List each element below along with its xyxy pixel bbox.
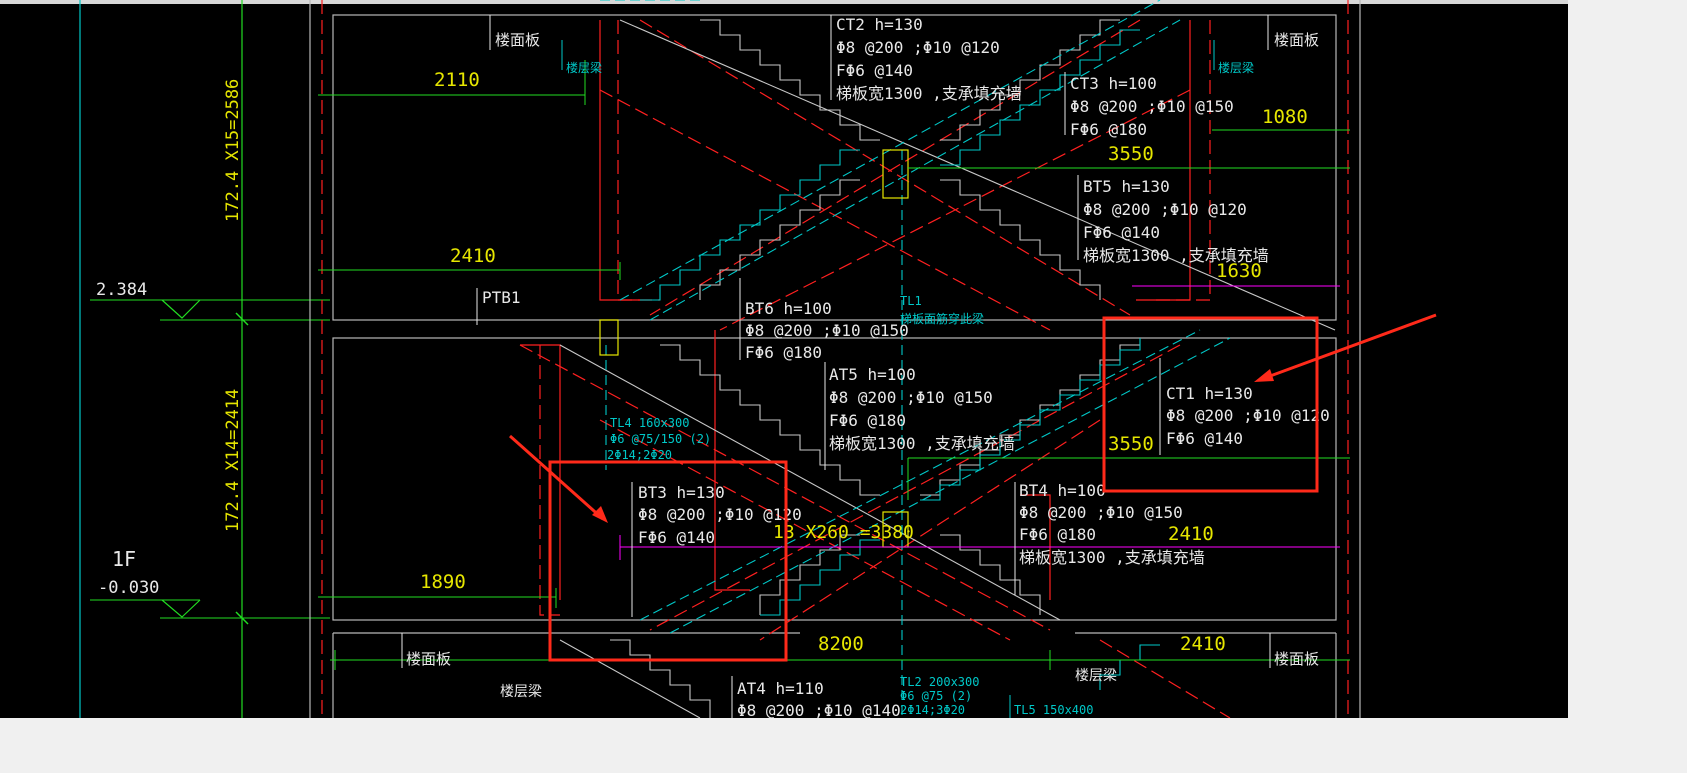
ct3-line-0: CT3 h=100	[1070, 74, 1157, 93]
bt6-line-1: Φ8 @200 ;Φ10 @150	[745, 321, 909, 340]
tl5-label: TL5 150x400	[1014, 703, 1093, 717]
ct1-line-1: Φ8 @200 ;Φ10 @120	[1166, 406, 1330, 425]
red-solid-lines	[520, 20, 1191, 600]
ct1-line-0: CT1 h=130	[1166, 384, 1253, 403]
dim-1080: 1080	[1262, 106, 1308, 128]
at5-line-2: FΦ6 @180	[829, 411, 906, 430]
tl2-bars: 2Φ14;3Φ20	[900, 703, 965, 717]
bt5-line-0: BT5 h=130	[1083, 177, 1170, 196]
bt5-line-1: Φ8 @200 ;Φ10 @120	[1083, 200, 1247, 219]
bt4-line-3: 梯板宽1300 ,支承填充墙	[1019, 548, 1205, 567]
arrow-bt3-head	[592, 506, 608, 523]
cad-drawing-canvas[interactable]: 2.384 1F -0.030 172.4 X15=2586 172.4 X14…	[0, 0, 1568, 720]
bt4-line-1: Φ8 @200 ;Φ10 @150	[1019, 503, 1183, 522]
dim-1630: 1630	[1216, 260, 1262, 282]
bt3-line-0: BT3 h=130	[638, 483, 725, 502]
highlight-box-ct1	[1102, 316, 1319, 493]
dim-3550-top: 3550	[1108, 143, 1154, 165]
ct1-line-2: FΦ6 @140	[1166, 429, 1243, 448]
cyan-labels	[401, 15, 1271, 668]
dim-8200: 8200	[818, 633, 864, 655]
dim-2410-left: 2410	[450, 245, 496, 267]
upper-level-elevation: 2.384	[96, 280, 147, 300]
top-strip	[0, 0, 1568, 4]
bt4-line-0: BT4 h=100	[1019, 481, 1106, 500]
floor-beam-label-bl: 楼层梁	[500, 684, 542, 700]
stair-steps	[559, 19, 1336, 719]
floor-slab-label-tr: 楼面板	[1274, 31, 1319, 49]
bottom-panel	[0, 718, 1568, 773]
bt6-line-0: BT6 h=100	[745, 299, 832, 318]
ct2-line-1: Φ8 @200 ;Φ10 @120	[836, 38, 1000, 57]
dim-2110: 2110	[434, 69, 480, 91]
dim-3550-mid: 3550	[1108, 433, 1154, 455]
bt3-line-1: Φ8 @200 ;Φ10 @120	[638, 505, 802, 524]
floor-slab-label-tl: 楼面板	[495, 31, 540, 49]
cyan-stair-lines	[640, 29, 1160, 690]
ct3-line-2: FΦ6 @180	[1070, 120, 1147, 139]
floor-beam-label-br: 楼层梁	[1075, 668, 1117, 684]
ct2-line-2: FΦ6 @140	[836, 61, 913, 80]
floor-elevation: -0.030	[98, 578, 159, 598]
magenta-dimension-lines	[619, 285, 1340, 560]
at5-line-1: Φ8 @200 ;Φ10 @150	[829, 388, 993, 407]
riser-dimension-lower: 172.4 X14=2414	[223, 389, 243, 532]
tl4-stirrup: Φ6 @75/150 (2)	[610, 432, 711, 446]
riser-dimension-upper: 172.4 X15=2586	[223, 79, 243, 222]
bt3-line-2: FΦ6 @140	[638, 528, 715, 547]
arrow-bt3-shaft	[509, 434, 604, 521]
arrow-ct1-shaft	[1261, 313, 1437, 381]
bt5-line-3: 梯板宽1300 ,支承填充墙	[1083, 246, 1269, 265]
tl4-label: TL4 160x300	[610, 416, 689, 430]
dimension-lines	[318, 60, 1350, 670]
highlight-annotations	[509, 313, 1437, 662]
rebar-notes: CT2 h=130 Φ8 @200 ;Φ10 @120 FΦ6 @140 梯板宽…	[638, 15, 1330, 720]
right-panel	[1568, 0, 1687, 773]
step-dimension: 13 X260 =3380	[773, 522, 914, 543]
highlight-box-bt3	[548, 460, 788, 662]
dim-2410-mid: 2410	[1168, 523, 1214, 545]
bt6-line-2: FΦ6 @180	[745, 343, 822, 362]
dim-2410-bottom: 2410	[1180, 633, 1226, 655]
floor-label: 1F	[112, 547, 136, 571]
annotation-leaders	[631, 15, 1161, 718]
bt4-line-2: FΦ6 @180	[1019, 525, 1096, 544]
tl1-note: 梯板面筋穿此梁	[900, 311, 984, 326]
at4-line-0: AT4 h=110	[737, 679, 824, 698]
ct3-line-1: Φ8 @200 ;Φ10 @150	[1070, 97, 1234, 116]
tl4-bars: 2Φ14;2Φ20	[607, 448, 672, 462]
wall-outlines	[309, 0, 1361, 718]
bt5-line-2: FΦ6 @140	[1083, 223, 1160, 242]
arrow-ct1-head	[1254, 369, 1274, 382]
tl2-label: TL2 200x300	[900, 675, 979, 689]
at5-line-0: AT5 h=100	[829, 365, 916, 384]
stair-plan-drawing: 2.384 1F -0.030 172.4 X15=2586 172.4 X14…	[0, 0, 1568, 720]
left-level-guides	[79, 0, 330, 718]
tl1-label: TL1	[900, 294, 922, 308]
dim-1890: 1890	[420, 571, 466, 593]
ct2-line-0: CT2 h=130	[836, 15, 923, 34]
tl2-stirrup: Φ6 @75 (2)	[900, 689, 972, 703]
ct2-line-3: 梯板宽1300 ,支承填充墙	[836, 84, 1022, 103]
floor-beam-label-tr: 楼层梁	[1218, 60, 1254, 75]
at5-line-3: 梯板宽1300 ,支承填充墙	[829, 434, 1015, 453]
floor-beam-label-tl: 楼层梁	[566, 60, 602, 75]
ptb1-label: PTB1	[482, 288, 521, 307]
floor-slab-label-bl: 楼面板	[406, 650, 451, 668]
at4-line-1: Φ8 @200 ;Φ10 @140	[737, 701, 901, 718]
floor-slab-label-br: 楼面板	[1274, 650, 1319, 668]
